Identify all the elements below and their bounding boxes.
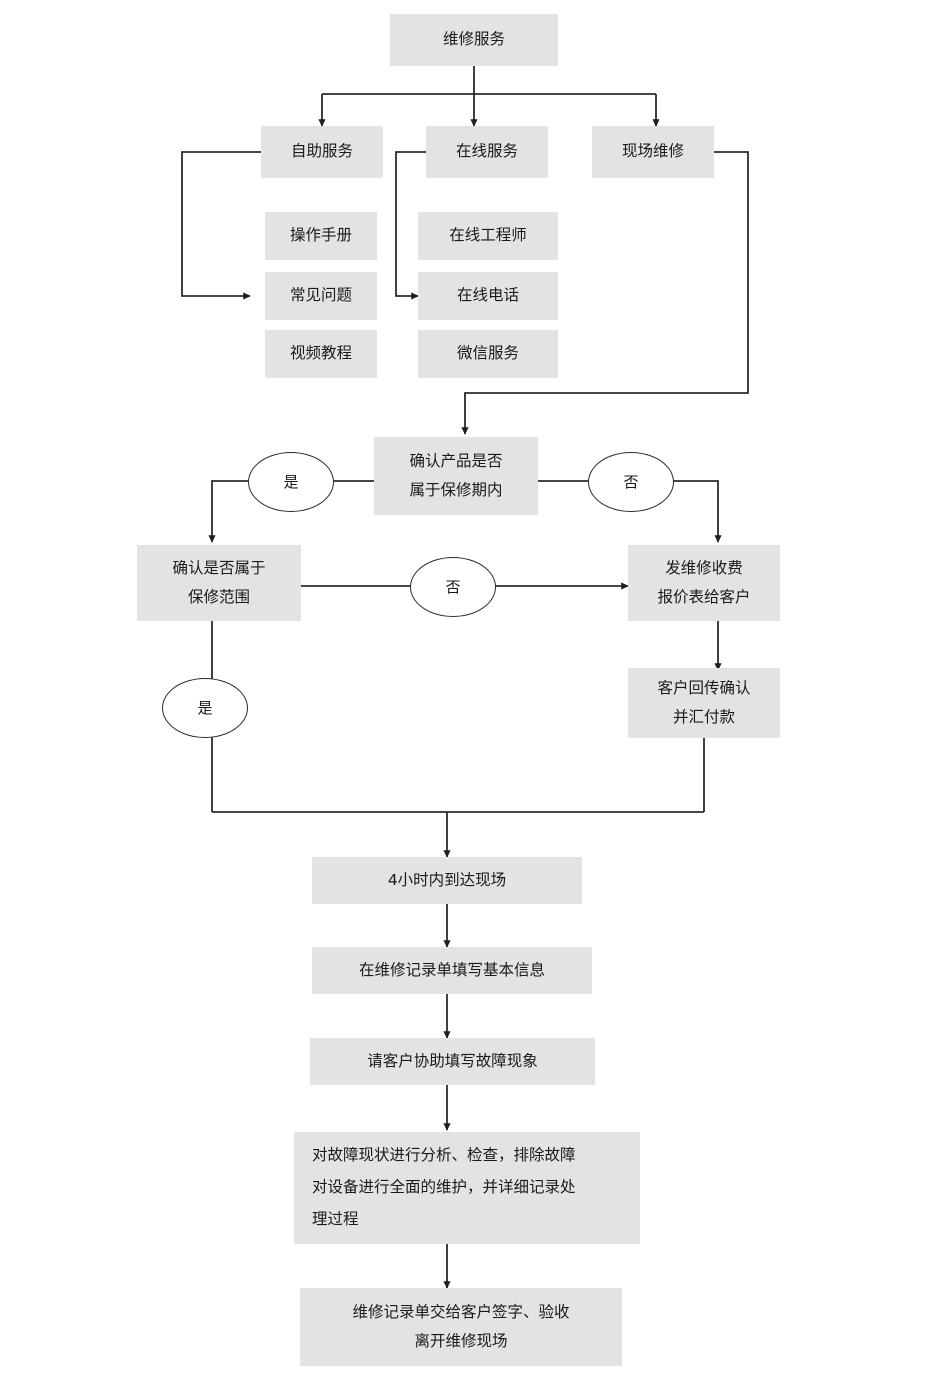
node-sign-and-leave-label: 维修记录单交给客户签字、验收 离开维修现场 xyxy=(352,1302,570,1350)
node-yes-warranty-period[interactable]: 是 xyxy=(248,452,334,512)
node-fill-basic-info[interactable]: 在维修记录单填写基本信息 xyxy=(312,947,592,994)
node-arrive-4h[interactable]: 4小时内到达现场 xyxy=(312,857,582,904)
node-check-warranty-period-label: 确认产品是否 属于保修期内 xyxy=(409,451,503,499)
node-faq[interactable]: 常见问题 xyxy=(265,272,377,320)
node-faq-label: 常见问题 xyxy=(289,286,352,305)
node-root[interactable]: 维修服务 xyxy=(390,14,558,66)
node-customer-fill-fault[interactable]: 请客户协助填写故障现象 xyxy=(310,1038,595,1085)
node-self-service[interactable]: 自助服务 xyxy=(261,126,383,178)
node-arrive-4h-label: 4小时内到达现场 xyxy=(387,870,507,889)
node-customer-confirm-pay-label: 客户回传确认 并汇付款 xyxy=(657,678,751,726)
wire-no-period-to-send-quote xyxy=(672,480,722,543)
wire-yes-period-to-check-scope xyxy=(208,480,248,543)
node-self-service-label: 自助服务 xyxy=(290,142,353,161)
node-manual[interactable]: 操作手册 xyxy=(265,212,377,260)
node-send-quote[interactable]: 发维修收费 报价表给客户 xyxy=(628,545,780,621)
node-no-warranty-scope-label: 否 xyxy=(445,578,461,596)
node-no-warranty-scope[interactable]: 否 xyxy=(410,557,496,617)
node-check-warranty-period[interactable]: 确认产品是否 属于保修期内 xyxy=(374,437,538,515)
node-no-warranty-period[interactable]: 否 xyxy=(588,452,674,512)
node-online-engineer[interactable]: 在线工程师 xyxy=(418,212,558,260)
node-customer-fill-fault-label: 请客户协助填写故障现象 xyxy=(367,1051,538,1070)
node-fill-basic-info-label: 在维修记录单填写基本信息 xyxy=(358,960,545,979)
node-online-phone[interactable]: 在线电话 xyxy=(418,272,558,320)
node-yes-warranty-period-label: 是 xyxy=(283,473,299,491)
node-analyze-repair[interactable]: 对故障现状进行分析、检查，排除故障 对设备进行全面的维护，并详细记录处 理过程 xyxy=(294,1132,640,1244)
node-no-warranty-period-label: 否 xyxy=(623,473,639,491)
node-customer-confirm-pay[interactable]: 客户回传确认 并汇付款 xyxy=(628,668,780,738)
node-video[interactable]: 视频教程 xyxy=(265,330,377,378)
node-online-service[interactable]: 在线服务 xyxy=(426,126,548,178)
node-yes-warranty-scope[interactable]: 是 xyxy=(162,678,248,738)
node-wechat-service-label: 微信服务 xyxy=(456,344,519,363)
node-online-engineer-label: 在线工程师 xyxy=(449,226,527,245)
node-send-quote-label: 发维修收费 报价表给客户 xyxy=(657,558,751,606)
node-check-warranty-scope-label: 确认是否属于 保修范围 xyxy=(172,558,266,606)
node-onsite-repair-label: 现场维修 xyxy=(621,142,684,161)
node-yes-warranty-scope-label: 是 xyxy=(197,699,213,717)
node-sign-and-leave[interactable]: 维修记录单交给客户签字、验收 离开维修现场 xyxy=(300,1288,622,1366)
node-online-phone-label: 在线电话 xyxy=(456,286,519,305)
node-video-label: 视频教程 xyxy=(289,344,352,363)
node-online-service-label: 在线服务 xyxy=(455,142,518,161)
node-wechat-service[interactable]: 微信服务 xyxy=(418,330,558,378)
node-manual-label: 操作手册 xyxy=(289,226,352,245)
node-onsite-repair[interactable]: 现场维修 xyxy=(592,126,714,178)
node-analyze-repair-label: 对故障现状进行分析、检查，排除故障 对设备进行全面的维护，并详细记录处 理过程 xyxy=(312,1146,576,1228)
node-check-warranty-scope[interactable]: 确认是否属于 保修范围 xyxy=(137,545,301,621)
node-root-label: 维修服务 xyxy=(442,30,505,49)
wire-self-service-to-faq xyxy=(181,151,261,300)
